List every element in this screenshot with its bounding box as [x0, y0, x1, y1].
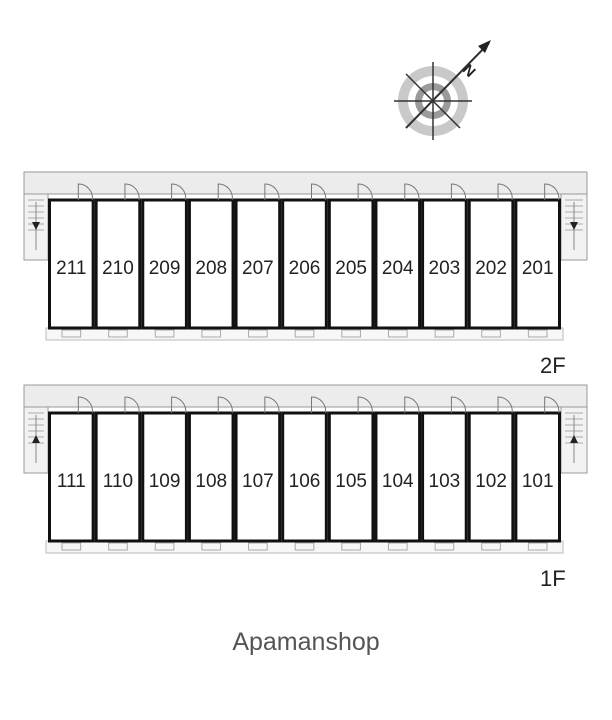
unit-number: 108 — [195, 471, 227, 492]
unit-number: 210 — [102, 258, 134, 279]
door-swing-icon — [264, 183, 280, 201]
floor-1f: 111 110 109 108 107 106 105 104 103 102 101 — [23, 384, 588, 554]
door-swing-icon — [544, 183, 560, 201]
compass-north-label: N — [459, 61, 479, 81]
unit-number: 205 — [335, 258, 367, 279]
unit-number: 203 — [429, 258, 461, 279]
door-swing-icon — [217, 396, 233, 414]
door-swing-icon — [171, 396, 187, 414]
door-swing-icon — [77, 396, 93, 414]
stair-arrow-left-icon — [32, 435, 40, 443]
floor-label-1f: 1F — [540, 566, 566, 591]
door-swing-icon — [544, 396, 560, 414]
door-swing-icon — [171, 183, 187, 201]
door-swing-icon — [404, 183, 420, 201]
unit-210: 210 — [94, 183, 142, 338]
unit-number: 102 — [475, 471, 507, 492]
unit-number: 107 — [242, 471, 274, 492]
door-swing-icon — [310, 183, 327, 201]
unit-208: 208 — [187, 183, 235, 338]
unit-110: 110 — [94, 396, 142, 551]
unit-number: 111 — [57, 471, 86, 492]
stair-arrow-right-icon — [570, 222, 578, 230]
door-swing-icon — [77, 183, 93, 201]
unit-number: 105 — [335, 471, 367, 492]
unit-number: 201 — [522, 258, 554, 279]
unit-209: 209 — [141, 183, 188, 338]
unit-number: 110 — [103, 471, 133, 492]
unit-205: 205 — [327, 183, 375, 338]
unit-number: 211 — [56, 258, 86, 279]
corridor — [23, 384, 588, 408]
unit-206: 206 — [281, 183, 328, 338]
compass-rose-icon: N — [394, 40, 491, 140]
unit-number: 104 — [382, 471, 414, 492]
unit-211: 211 — [48, 183, 95, 338]
door-swing-icon — [124, 183, 140, 201]
unit-111: 111 — [48, 396, 95, 551]
door-swing-icon — [264, 396, 280, 414]
unit-105: 105 — [327, 396, 375, 551]
door-swing-icon — [404, 396, 420, 414]
unit-number: 204 — [382, 258, 414, 279]
unit-number: 202 — [475, 258, 507, 279]
door-swing-icon — [217, 183, 233, 201]
unit-109: 109 — [141, 396, 188, 551]
unit-106: 106 — [281, 396, 328, 551]
door-swing-icon — [497, 183, 513, 201]
door-swing-icon — [450, 396, 467, 414]
stair-arrow-right-icon — [570, 435, 578, 443]
unit-207: 207 — [234, 183, 282, 338]
corridor — [23, 171, 588, 195]
brand-logo-text: Apamanshop — [232, 628, 380, 656]
door-swing-icon — [450, 183, 467, 201]
unit-103: 103 — [421, 396, 468, 551]
door-swing-icon — [357, 183, 373, 201]
unit-number: 106 — [289, 471, 321, 492]
unit-number: 208 — [195, 258, 227, 279]
unit-number: 103 — [429, 471, 461, 492]
unit-201: 201 — [514, 183, 562, 338]
unit-202: 202 — [467, 183, 515, 338]
unit-number: 207 — [242, 258, 274, 279]
unit-number: 206 — [289, 258, 321, 279]
door-swing-icon — [124, 396, 140, 414]
unit-102: 102 — [467, 396, 515, 551]
door-swing-icon — [497, 396, 513, 414]
unit-203: 203 — [421, 183, 468, 338]
unit-number: 209 — [149, 258, 181, 279]
unit-number: 101 — [522, 471, 554, 492]
door-swing-icon — [357, 396, 373, 414]
door-swing-icon — [310, 396, 327, 414]
unit-101: 101 — [514, 396, 562, 551]
unit-107: 107 — [234, 396, 282, 551]
unit-204: 204 — [374, 183, 422, 338]
stair-arrow-left-icon — [32, 222, 40, 230]
floor-2f: 211 210 209 208 207 206 205 204 203 202 201 — [23, 171, 588, 341]
floor-label-2f: 2F — [540, 353, 566, 378]
unit-number: 109 — [149, 471, 181, 492]
unit-108: 108 — [187, 396, 235, 551]
unit-104: 104 — [374, 396, 422, 551]
